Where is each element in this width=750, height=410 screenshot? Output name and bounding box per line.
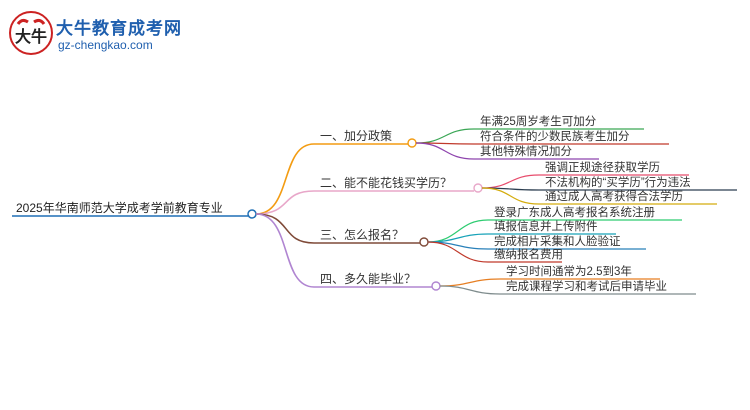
leaf-label: 强调正规途径获取学历 xyxy=(545,160,660,174)
leaf-label: 填报信息并上传附件 xyxy=(494,219,598,233)
leaf-label: 完成相片采集和人脸验证 xyxy=(494,234,621,248)
branch-label: 一、加分政策 xyxy=(320,129,392,143)
leaf-label: 完成课程学习和考试后申请毕业 xyxy=(506,279,667,293)
root-label: 2025年华南师范大学成考学前教育专业 xyxy=(16,200,223,215)
branch-connector xyxy=(255,213,315,288)
branch-label: 二、能不能花钱买学历？ xyxy=(320,175,452,190)
root-node-dot[interactable] xyxy=(247,209,257,219)
leaf-connector xyxy=(439,285,501,295)
leaf-connector xyxy=(427,241,489,263)
leaf-connector xyxy=(481,187,540,205)
leaf-label: 其他特殊情况加分 xyxy=(480,144,572,158)
branch-connector xyxy=(255,190,315,215)
leaf-connector xyxy=(481,174,540,189)
branch-label: 四、多久能毕业？ xyxy=(320,272,416,286)
brand-url: gz-chengkao.com xyxy=(58,38,153,52)
leaf-label: 缴纳报名费用 xyxy=(494,247,563,261)
leaf-connector xyxy=(427,219,489,243)
leaf-connector xyxy=(415,128,475,144)
brand-logo: 大牛 大牛教育成考网 gz-chengkao.com xyxy=(8,10,208,60)
branch-connector xyxy=(255,143,315,215)
branch-node-dot[interactable] xyxy=(407,138,417,148)
branch-label: 三、怎么报名？ xyxy=(320,227,404,242)
leaf-label: 不法机构的“买学历”行为违法 xyxy=(545,175,691,189)
leaf-connector xyxy=(439,278,501,287)
leaf-connector xyxy=(415,142,475,160)
brand-name: 大牛教育成考网 xyxy=(56,19,182,38)
logo-glyph: 大牛 xyxy=(15,27,47,46)
leaf-label: 通过成人高考获得合法学历 xyxy=(545,189,683,203)
branch-node-dot[interactable] xyxy=(419,237,429,247)
branch-node-dot[interactable] xyxy=(473,183,483,193)
leaf-label: 符合条件的少数民族考生加分 xyxy=(480,129,630,143)
bull-logo-icon: 大牛 xyxy=(9,11,53,55)
branch-connector xyxy=(255,213,315,244)
leaf-label: 学习时间通常为2.5到3年 xyxy=(506,264,632,278)
leaf-label: 年满25周岁考生可加分 xyxy=(480,114,597,128)
leaf-label: 登录广东成人高考报名系统注册 xyxy=(494,205,655,219)
branch-node-dot[interactable] xyxy=(431,281,441,291)
